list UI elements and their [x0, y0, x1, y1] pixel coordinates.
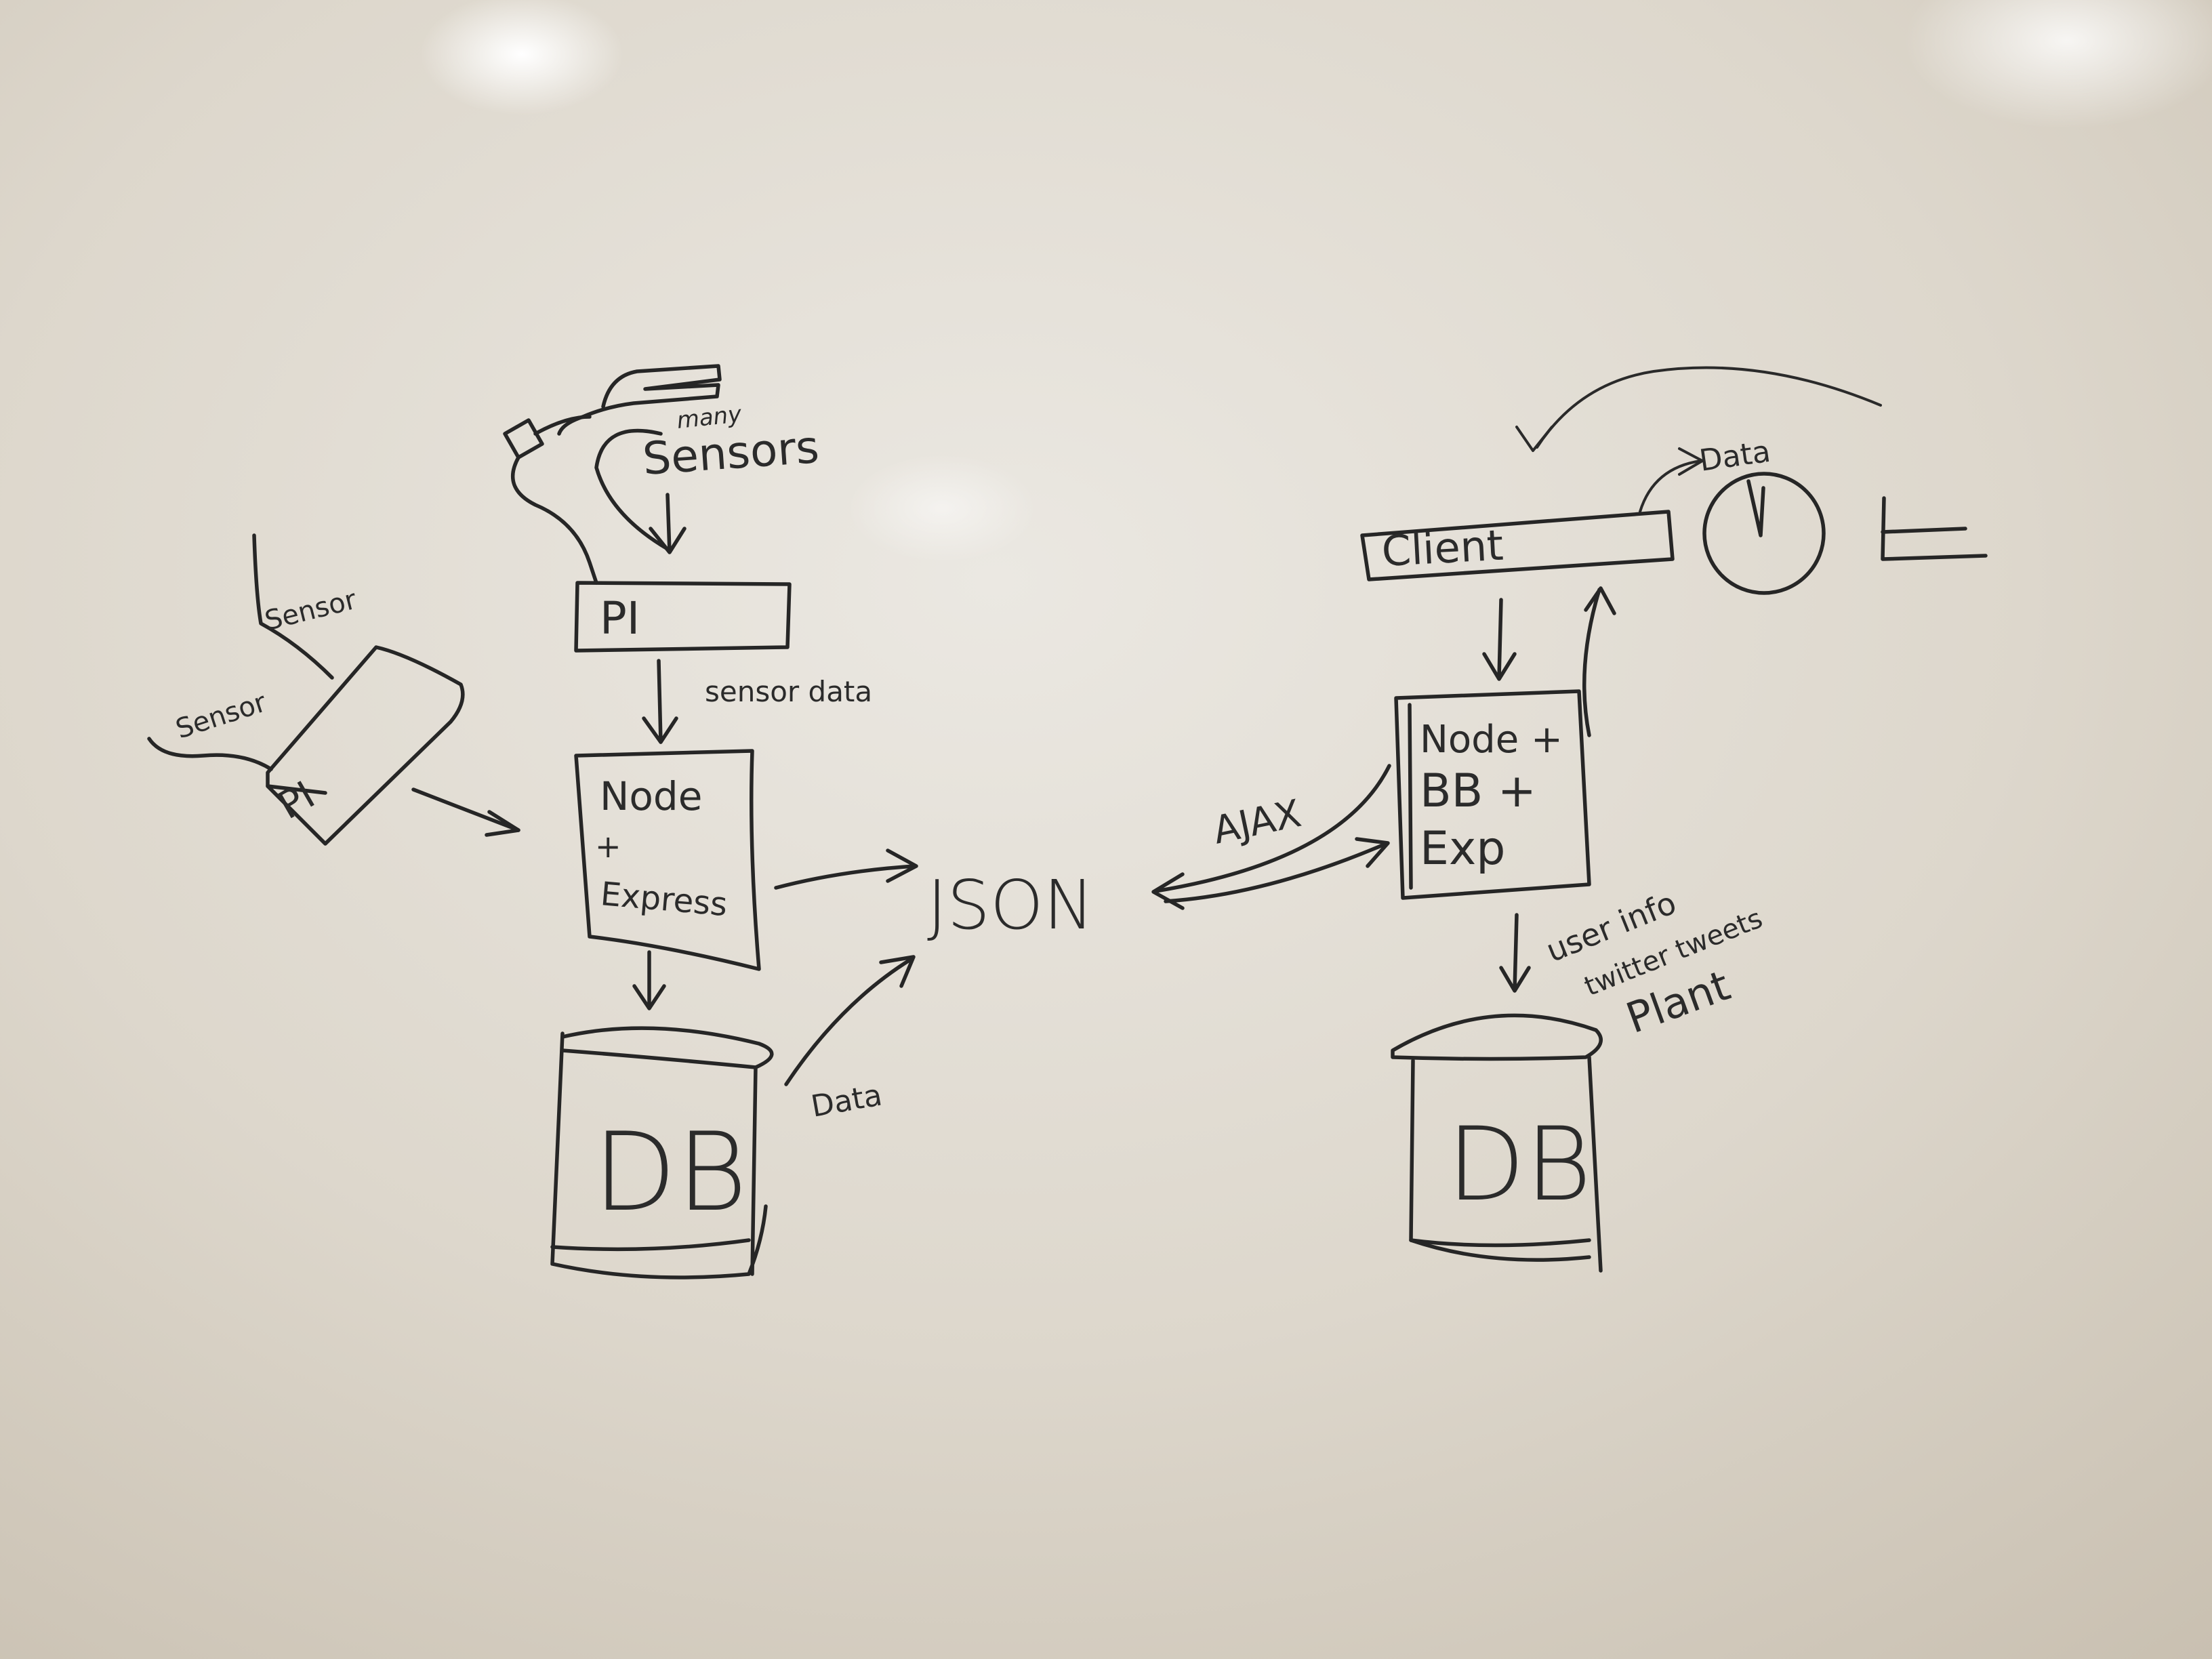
- db-left-cylinder: DB: [550, 1026, 774, 1279]
- server-line3: Exp: [1420, 822, 1505, 876]
- server-to-db-arrow: user info twitter tweets Plant: [1499, 884, 1767, 1043]
- client-label: Client: [1380, 520, 1504, 576]
- pi-top-box: PI: [574, 581, 792, 653]
- pi-top-label: PI: [600, 592, 640, 644]
- server-line1: Node +: [1420, 718, 1563, 762]
- node-express-line2: +: [595, 828, 621, 865]
- client-box: Client: [1360, 510, 1675, 581]
- light-glare-1: [420, 0, 623, 115]
- bar-chart-icon: [1881, 496, 1988, 561]
- json-label: JSON: [927, 865, 1094, 945]
- db-right-label: DB: [1447, 1106, 1592, 1224]
- node-bb-exp-box: Node + BB + Exp: [1394, 689, 1591, 900]
- light-glare-3: [847, 454, 1037, 562]
- server-line2: BB +: [1420, 764, 1536, 818]
- db-right-cylinder: DB: [1391, 1013, 1603, 1273]
- client-server-arrows: [1482, 586, 1616, 737]
- light-glare-2: [1904, 0, 2212, 129]
- json-node: JSON: [927, 865, 1094, 945]
- node-to-json-arrow: [774, 848, 918, 890]
- sensors-label: Sensors: [641, 421, 821, 485]
- many-sensors-group: many Sensors: [503, 364, 821, 585]
- db-left-label: DB: [593, 1109, 747, 1235]
- right-top-arrow: [1515, 366, 1882, 452]
- sensor-data-label: sensor data: [705, 675, 872, 708]
- node-express-line1: Node: [600, 773, 702, 819]
- sensor-data-arrow: sensor data: [642, 659, 872, 744]
- node-to-db-arrow: [632, 950, 666, 1010]
- clock-gauge-icon: [1702, 472, 1826, 595]
